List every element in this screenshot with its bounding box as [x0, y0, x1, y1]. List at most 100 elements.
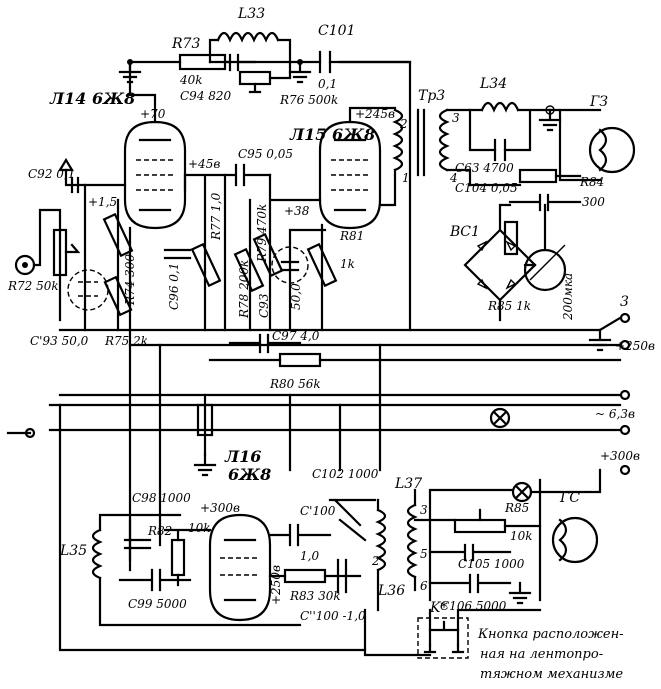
resistor-r83 — [283, 568, 327, 584]
label-c97: C97 4,0 — [272, 329, 320, 343]
label-r78: R78 200k — [237, 260, 251, 319]
transformer-tr3 — [392, 108, 450, 177]
capacitor-c100-prime — [268, 523, 332, 547]
capacitor-c99 — [118, 568, 192, 592]
ground-symbol — [288, 59, 312, 84]
label-plus70: +70 — [140, 107, 166, 121]
terminal-3 — [619, 312, 631, 324]
label-c63: C63 4700 — [455, 161, 514, 175]
label-r81: R81 — [339, 229, 364, 243]
resistor-r80 — [278, 352, 322, 368]
label-c101-value: 0,1 — [318, 77, 337, 91]
label-r82-value: 10k — [188, 521, 211, 535]
push-button-k[interactable] — [423, 620, 465, 654]
inductor-l36 — [375, 508, 387, 572]
label-c96: C96 0,1 — [167, 263, 181, 310]
erase-head-gc — [551, 516, 599, 564]
capacitor-c101 — [318, 50, 332, 74]
label-terminal-heater: ~ 6,3в — [595, 407, 635, 421]
label-r75: R75 2k — [104, 334, 148, 348]
vacuum-tube-l14 — [123, 120, 187, 230]
ground-symbol — [193, 453, 217, 477]
inductor-l34 — [480, 101, 520, 113]
label-l16: Л16 — [224, 447, 261, 466]
label-r82: R82 — [147, 524, 172, 538]
label-l34: L34 — [479, 76, 507, 92]
label-pin-3: 3 — [452, 111, 460, 125]
capacitor-c63 — [493, 138, 507, 162]
inductor-l37 — [406, 503, 418, 579]
label-l16-tube: 6Ж8 — [228, 465, 271, 484]
label-l35: L35 — [59, 543, 87, 559]
label-bc1: ВС1 — [449, 224, 480, 240]
label-pin-3b: 3 — [420, 503, 428, 517]
label-l33: L33 — [237, 6, 265, 22]
resistor-r75 — [103, 275, 133, 317]
label-c92: C92 0,1 — [28, 167, 75, 181]
label-c100-prime-value: 1,0 — [300, 549, 319, 563]
label-plus38: +38 — [284, 204, 310, 218]
capacitor-c106 — [428, 573, 512, 594]
label-r73-value: 40k — [179, 73, 203, 87]
terminal-250v — [619, 339, 631, 351]
resistor-r79 — [252, 232, 284, 278]
label-plus245: +245в — [355, 107, 395, 121]
label-plus300-b: +300в — [200, 501, 240, 515]
resistor-heater — [196, 403, 214, 437]
label-c93: C93 — [257, 293, 271, 318]
resistor-r81 — [306, 242, 338, 288]
label-l15: Л15 6Ж8 — [289, 125, 375, 144]
label-microammeter: 200мка — [561, 273, 575, 321]
capacitor-c105 — [428, 543, 512, 562]
label-pin-5: 5 — [420, 547, 428, 561]
label-plus45: +45в — [188, 157, 220, 171]
label-pin-1: 1 — [402, 171, 410, 185]
label-r85-b: R85 — [504, 501, 529, 515]
label-plus250-b: +250в — [269, 565, 283, 605]
indicator-lamp — [511, 481, 533, 503]
label-l37: L37 — [394, 476, 422, 492]
label-r84: R84 — [579, 175, 604, 189]
label-gc: ГС — [559, 490, 580, 506]
label-c106: C106 5000 — [440, 599, 507, 613]
note-line-3: тяжном механизме — [480, 667, 623, 682]
label-c101: C101 — [318, 23, 355, 39]
label-l14: Л14 6Ж8 — [49, 89, 135, 108]
label-r84-value: 300 — [582, 195, 605, 209]
label-c100-double-prime: C''100 -1,0 — [300, 609, 366, 623]
label-pin-2b: 2 — [371, 554, 380, 568]
label-c102: C102 1000 — [312, 467, 379, 481]
label-r81-value: 1k — [340, 257, 355, 271]
label-c100-prime: C'100 — [300, 504, 336, 518]
label-terminal-300v: +300в — [600, 449, 640, 463]
bus-ground — [58, 316, 622, 332]
label-r73: R73 — [171, 36, 200, 52]
label-c94: C94 820 — [180, 89, 232, 103]
resistor-r77 — [190, 242, 222, 288]
terminal-heater-2 — [619, 424, 631, 436]
capacitor-c96 — [163, 248, 192, 260]
label-pin-4: 4 — [449, 171, 458, 185]
label-c93-value: 50,0 — [289, 283, 303, 310]
label-r77: R77 1,0 — [209, 192, 223, 241]
label-r80: R80 56k — [269, 377, 321, 391]
label-terminal-250v: +250в — [615, 339, 655, 353]
label-r85-b-value: 10k — [510, 529, 533, 543]
terminal-heater-1 — [619, 389, 631, 401]
vacuum-tube-l15 — [318, 120, 382, 230]
label-pin-6: 6 — [420, 579, 428, 593]
capacitor-c95 — [223, 163, 272, 187]
label-terminal-3: 3 — [620, 294, 629, 310]
label-pin-2: 2 — [399, 117, 408, 131]
bus-heater — [48, 403, 622, 432]
capacitor-c93-prime — [67, 269, 109, 311]
ground-symbol — [508, 581, 532, 605]
capacitor-c94 — [208, 53, 257, 72]
label-c99: C99 5000 — [128, 597, 187, 611]
button-k-frame — [417, 617, 469, 659]
terminal-300v — [619, 464, 631, 476]
label-c95: C95 0,05 — [238, 147, 293, 161]
resistor-r78 — [233, 247, 265, 293]
label-l36: L36 — [377, 583, 405, 599]
